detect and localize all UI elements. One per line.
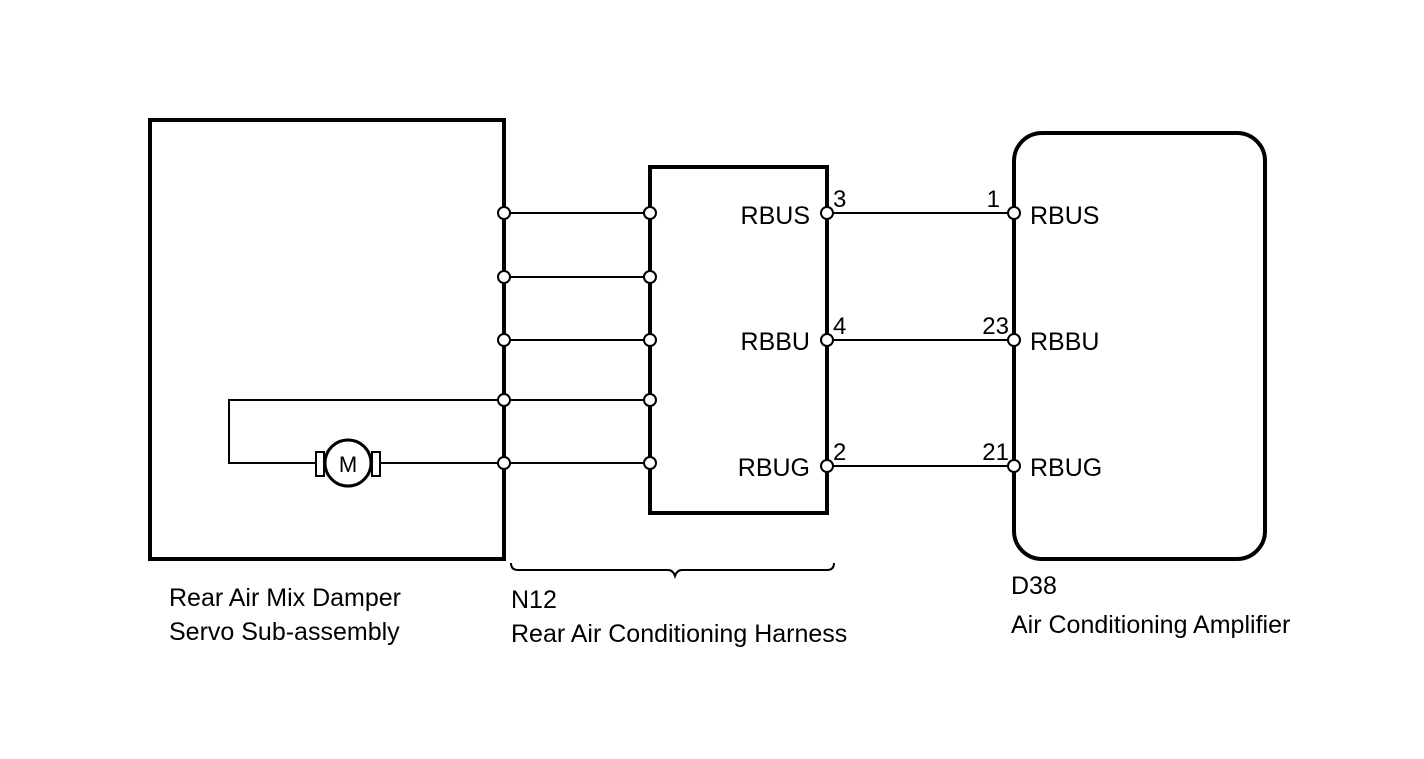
harness-connector-code: N12: [511, 586, 557, 614]
harness-name: Rear Air Conditioning Harness: [511, 620, 847, 648]
servo-box: [148, 118, 506, 561]
amplifier-connector-code: D38: [1011, 572, 1057, 600]
amplifier-name: Air Conditioning Amplifier: [1011, 611, 1290, 639]
harness-left-terminals: [643, 206, 657, 470]
harness-signal-label: RBUS: [741, 202, 810, 230]
amplifier-signal-label: RBUS: [1030, 202, 1099, 230]
harness-pin-number: 4: [833, 313, 846, 340]
servo-harness-wires: [504, 212, 650, 464]
amplifier-signal-label: RBBU: [1030, 328, 1099, 356]
harness-pin-number: 2: [833, 439, 846, 466]
motor-circuit: M: [228, 399, 504, 488]
harness-signal-label: RBBU: [741, 328, 810, 356]
amplifier-signal-label: RBUG: [1030, 454, 1102, 482]
amplifier-pin-number: 21: [982, 439, 1009, 466]
harness-amplifier-wires: [827, 212, 1014, 467]
amplifier-pin-number: 23: [982, 313, 1009, 340]
harness-signal-label: RBUG: [738, 454, 810, 482]
harness-brace: [510, 562, 835, 580]
servo-name-line2: Servo Sub-assembly: [169, 618, 400, 646]
servo-name-line1: Rear Air Mix Damper: [169, 584, 401, 612]
amplifier-terminals: [1007, 206, 1021, 473]
servo-terminals: [497, 206, 511, 470]
amplifier-pin-number: 1: [987, 186, 1000, 213]
harness-right-terminals: [820, 206, 834, 473]
harness-pin-number: 3: [833, 186, 846, 213]
motor-icon: [323, 438, 373, 488]
motor-symbol: M: [339, 452, 357, 477]
